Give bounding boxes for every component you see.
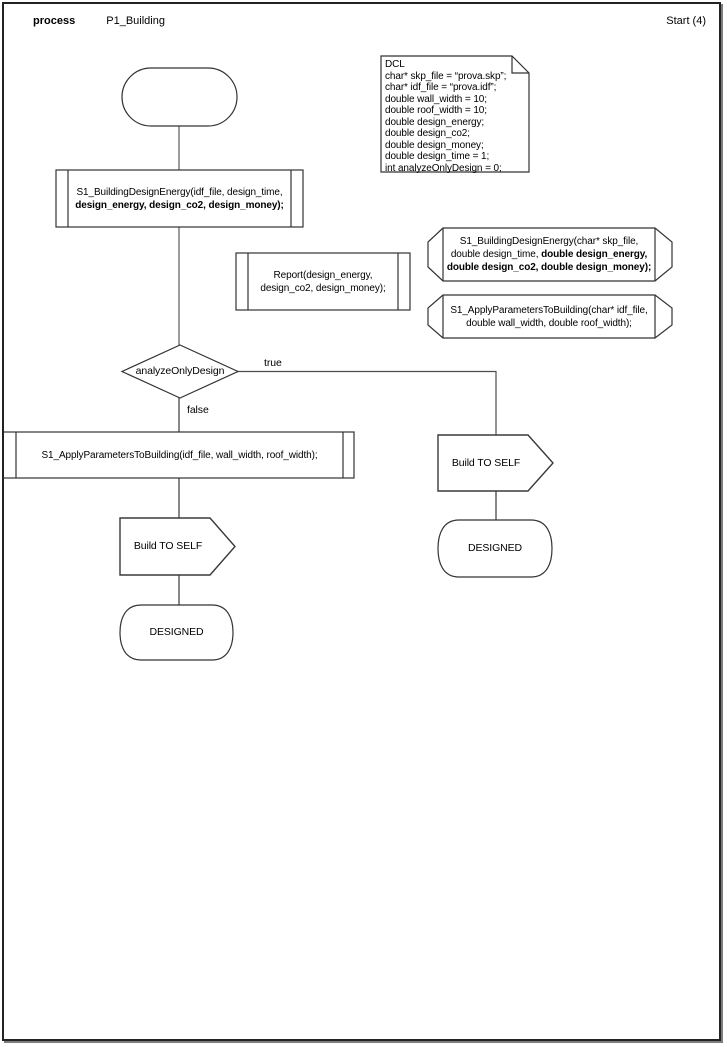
report-call-shape[interactable] — [235, 252, 411, 311]
call-apply-parameters-label[interactable]: S1_ApplyParametersToBuilding(idf_file, w… — [41, 449, 318, 461]
state-designed-right-label[interactable]: DESIGNED — [467, 542, 523, 554]
state-designed-left-label[interactable]: DESIGNED — [149, 626, 204, 638]
output-build-to-self-left-label[interactable]: Build TO SELF — [133, 540, 203, 552]
output-build-to-self-right-shape[interactable] — [437, 434, 554, 492]
diagram-name: P1_Building — [106, 15, 165, 27]
state-designed-right-shape[interactable] — [437, 519, 553, 578]
state-designed-left-shape[interactable] — [119, 604, 234, 661]
folded-corner-icon — [511, 56, 529, 74]
call-building-design-energy-shape[interactable] — [55, 169, 304, 228]
output-build-to-self-left-shape[interactable] — [119, 517, 236, 576]
call-apply-parameters-shape[interactable] — [4, 431, 355, 479]
output-build-to-self-right-label[interactable]: Build TO SELF — [451, 456, 521, 469]
call-building-design-energy-label[interactable]: S1_BuildingDesignEnergy(idf_file, design… — [75, 186, 284, 211]
diagram-header: process P1_Building — [33, 15, 165, 27]
dcl-note-shape[interactable] — [380, 55, 530, 173]
start-symbol[interactable] — [121, 67, 238, 127]
decl-apply-parameters-label[interactable]: S1_ApplyParametersToBuilding(char* idf_f… — [450, 304, 648, 329]
report-call-label[interactable]: Report(design_energy,design_co2, design_… — [260, 269, 386, 294]
diagram-kind-label: process — [33, 15, 76, 27]
flowchart-canvas — [4, 55, 673, 661]
edge-label-true[interactable]: true — [264, 357, 282, 369]
edge-label-false[interactable]: false — [187, 404, 209, 416]
connector-true-branch[interactable] — [238, 370, 497, 436]
decision-diamond[interactable] — [120, 344, 240, 399]
decl-building-design-energy-label[interactable]: S1_BuildingDesignEnergy(char* skp_file,d… — [446, 236, 652, 273]
decision-label[interactable]: analyzeOnlyDesign — [135, 365, 225, 377]
page-indicator: Start (4) — [666, 15, 706, 27]
